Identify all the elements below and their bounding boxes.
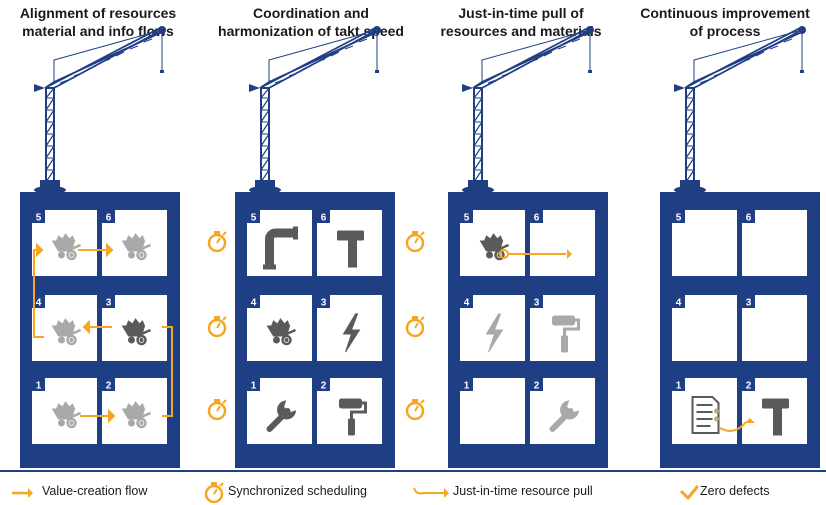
stopwatch-icon — [405, 314, 426, 338]
orange-arrow-icon — [12, 488, 33, 498]
room-number: 2 — [321, 381, 327, 392]
room-number: 5 — [676, 213, 682, 224]
stopwatch-icon — [405, 229, 426, 253]
room-2: 2 — [530, 378, 595, 444]
room-1: 1 — [460, 378, 525, 444]
room-1: 1 — [672, 378, 737, 444]
room-number: 1 — [676, 381, 682, 392]
room-number: 3 — [106, 298, 112, 309]
room-number: 1 — [36, 381, 42, 392]
room-number: 1 — [251, 381, 257, 392]
room-2: 2 — [102, 378, 167, 444]
room-3: 3 — [530, 295, 595, 361]
building-3: 5 6 4 3 1 2 — [448, 25, 608, 468]
room-number: 6 — [321, 213, 327, 224]
ground-line — [0, 470, 826, 472]
room-2: 2 — [317, 378, 382, 444]
room-6: 6 — [530, 210, 595, 276]
buildings: 5 6 4 3 1 2 5 6 4 3 1 2 5 6 4 3 1 2 5 6 4 3 1 2 — [0, 25, 826, 472]
room-3: 3 — [102, 295, 167, 361]
stopwatch-icon — [204, 480, 225, 504]
principle-title-1: Alignment of resources material and info… — [19, 5, 177, 39]
checklist-icon — [691, 396, 720, 434]
room-6: 6 — [102, 210, 167, 276]
room-number: 6 — [746, 213, 752, 224]
room-number: 3 — [534, 298, 540, 309]
room-number: 5 — [251, 213, 257, 224]
room-5: 5 — [32, 210, 97, 276]
room-number: 4 — [676, 298, 682, 309]
stopwatch-icon — [207, 229, 228, 253]
room-6: 6 — [742, 210, 807, 276]
crane-icon — [673, 25, 807, 195]
room-1: 1 — [247, 378, 312, 444]
stopwatch-icon — [207, 314, 228, 338]
room-4: 4 — [460, 295, 525, 361]
checkmark-icon — [680, 485, 699, 500]
value-creation-flow — [33, 242, 173, 424]
room-3: 3 — [742, 295, 807, 361]
principle-title-4: Continuous improvement of process — [640, 5, 810, 39]
room-number: 4 — [251, 298, 257, 309]
room-number: 6 — [534, 213, 540, 224]
room-number: 5 — [36, 213, 42, 224]
stopwatch-icon — [207, 397, 228, 421]
room-number: 4 — [36, 298, 42, 309]
legend-label-jit-pull: Just-in-time resource pull — [453, 484, 593, 498]
room-number: 2 — [106, 381, 112, 392]
zero-defects-flow — [719, 418, 755, 432]
room-2: 2 — [742, 378, 807, 444]
principle-title-3: Just-in-time pull of resources and mater… — [440, 5, 602, 39]
just-in-time-pull — [499, 249, 572, 259]
stopwatch-icon — [405, 397, 426, 421]
legend — [12, 480, 699, 504]
building-2: 5 6 4 3 1 2 — [207, 25, 426, 468]
crane-icon — [461, 25, 595, 195]
legend-label-sync-scheduling: Synchronized scheduling — [228, 484, 367, 498]
building-4: 5 6 4 3 1 2 — [660, 25, 820, 468]
room-1: 1 — [32, 378, 97, 444]
room-number: 1 — [464, 381, 470, 392]
crane-icon — [33, 25, 167, 195]
room-6: 6 — [317, 210, 382, 276]
room-number: 6 — [106, 213, 112, 224]
room-number: 5 — [464, 213, 470, 224]
room-number: 2 — [534, 381, 540, 392]
crane-icon — [248, 25, 382, 195]
room-number: 3 — [746, 298, 752, 309]
room-number: 4 — [464, 298, 470, 309]
room-5: 5 — [460, 210, 525, 276]
room-number: 3 — [321, 298, 327, 309]
room-4: 4 — [247, 295, 312, 361]
room-number: 2 — [746, 381, 752, 392]
room-5: 5 — [247, 210, 312, 276]
room-4: 4 — [672, 295, 737, 361]
hook-arrow-icon — [413, 487, 449, 498]
legend-label-zero-defects: Zero defects — [700, 484, 770, 498]
room-3: 3 — [317, 295, 382, 361]
room-5: 5 — [672, 210, 737, 276]
legend-label-value-flow: Value-creation flow — [42, 484, 148, 498]
building-1: 5 6 4 3 1 2 — [20, 25, 180, 468]
